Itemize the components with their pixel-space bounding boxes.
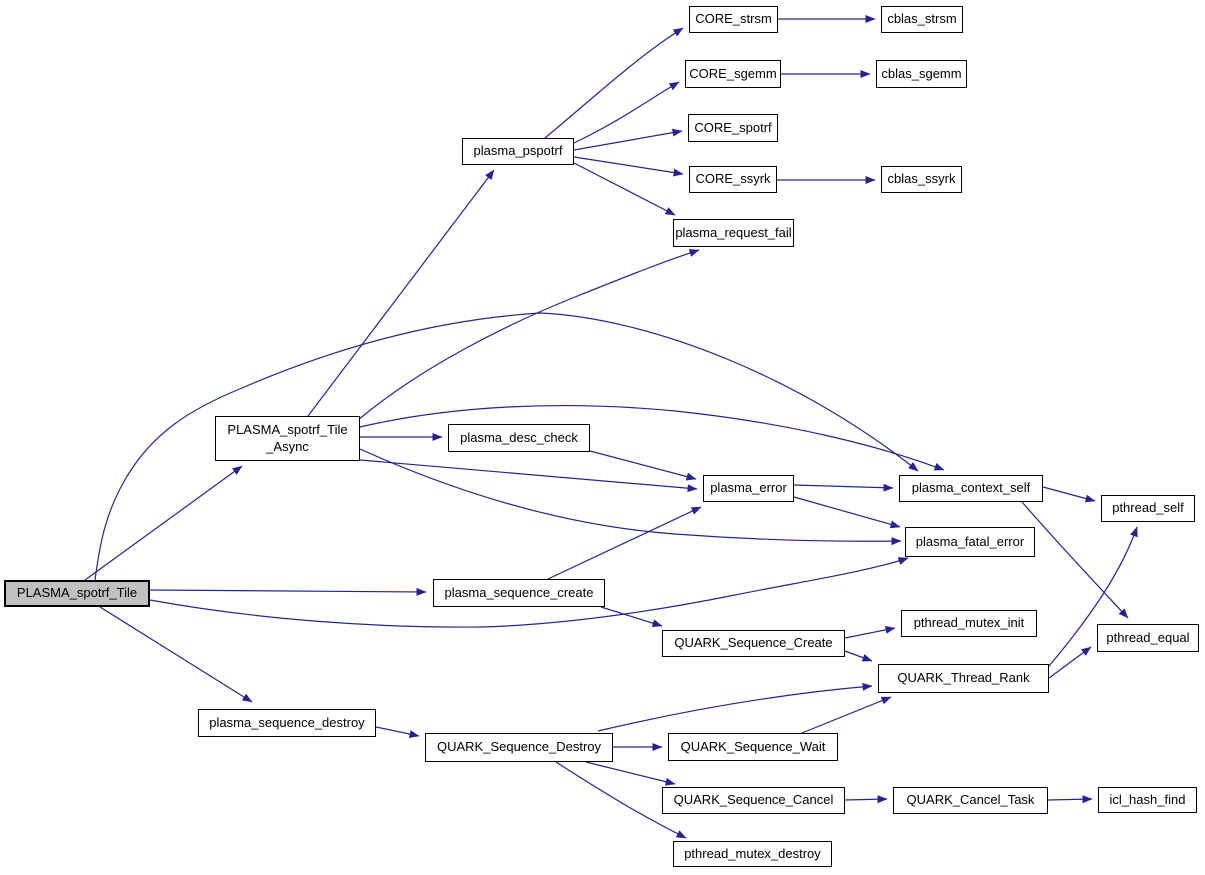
- node-label: plasma_desc_check: [460, 429, 578, 445]
- edge-quark-sequence-destroy-to-pthread-mutex-destroy: [555, 761, 687, 839]
- edge-plasma-spotrf-tile-to-plasma-spotrf-tile-async: [84, 465, 243, 581]
- node-label: plasma_pspotrf: [473, 143, 563, 159]
- edge-plasma-spotrf-tile-async-to-plasma-request-fail: [357, 249, 700, 421]
- edge-plasma-pspotrf-to-core-sgemm: [573, 81, 680, 144]
- node-core-sgemm[interactable]: CORE_sgemm: [685, 60, 781, 88]
- edge-plasma-spotrf-tile-async-to-plasma-fatal-error: [359, 448, 902, 546]
- node-pthread-mutex-destroy[interactable]: pthread_mutex_destroy: [673, 841, 832, 867]
- edge-plasma-spotrf-tile-to-plasma-sequence-destroy: [99, 606, 253, 703]
- node-core-strsm[interactable]: CORE_strsm: [689, 6, 778, 33]
- edge-plasma-spotrf-tile-to-plasma-fatal-error: [149, 557, 909, 628]
- node-quark-thread-rank[interactable]: QUARK_Thread_Rank: [878, 664, 1049, 693]
- node-plasma-fatal-error[interactable]: plasma_fatal_error: [905, 527, 1035, 557]
- edge-quark-sequence-destroy-to-quark-thread-rank: [597, 682, 873, 732]
- node-label: plasma_context_self: [911, 480, 1031, 496]
- edge-quark-sequence-cancel-to-quark-cancel-task: [844, 795, 888, 804]
- node-label: pthread_mutex_init: [913, 615, 1025, 631]
- node-label: CORE_spotrf: [694, 119, 772, 135]
- node-pthread-equal[interactable]: pthread_equal: [1097, 624, 1199, 652]
- node-plasma-spotrf-tile[interactable]: PLASMA_spotrf_Tile: [4, 580, 150, 607]
- node-quark-sequence-wait[interactable]: QUARK_Sequence_Wait: [668, 733, 838, 761]
- node-cblas-ssyrk[interactable]: cblas_ssyrk: [881, 166, 962, 193]
- node-plasma-context-self[interactable]: plasma_context_self: [899, 475, 1043, 502]
- node-label: icl_hash_find: [1109, 791, 1186, 807]
- node-label: pthread_self: [1112, 500, 1184, 516]
- node-label: pthread_mutex_destroy: [684, 845, 821, 861]
- node-label: CORE_sgemm: [689, 65, 777, 81]
- node-quark-sequence-destroy[interactable]: QUARK_Sequence_Destroy: [425, 733, 613, 762]
- edge-plasma-spotrf-tile-async-to-plasma-error: [359, 459, 698, 493]
- node-label: QUARK_Cancel_Task: [906, 792, 1035, 808]
- edge-plasma-error-to-plasma-fatal-error: [793, 496, 901, 529]
- node-label: plasma_sequence_destroy: [209, 714, 365, 730]
- node-label: QUARK_Sequence_Create: [674, 635, 833, 651]
- node-label: cblas_sgemm: [881, 65, 962, 81]
- node-quark-cancel-task[interactable]: QUARK_Cancel_Task: [893, 787, 1048, 814]
- edge-plasma-spotrf-tile-async-to-plasma-pspotrf: [307, 169, 495, 417]
- node-label: plasma_sequence_create: [444, 584, 594, 600]
- node-plasma-error[interactable]: plasma_error: [703, 475, 794, 502]
- node-plasma-pspotrf[interactable]: plasma_pspotrf: [462, 138, 574, 165]
- edge-plasma-pspotrf-to-core-ssyrk: [573, 156, 684, 177]
- node-label: plasma_error: [710, 480, 787, 496]
- node-plasma-request-fail[interactable]: plasma_request_fail: [673, 219, 794, 247]
- node-label: pthread_equal: [1106, 629, 1190, 645]
- node-label: _Async: [266, 438, 309, 454]
- node-core-ssyrk[interactable]: CORE_ssyrk: [689, 166, 777, 193]
- node-label: plasma_request_fail: [675, 224, 792, 240]
- edge-plasma-pspotrf-to-core-spotrf: [573, 128, 683, 151]
- node-plasma-sequence-destroy[interactable]: plasma_sequence_destroy: [198, 709, 376, 737]
- node-label: cblas_ssyrk: [887, 171, 956, 187]
- node-plasma-spotrf-tile-async[interactable]: PLASMA_spotrf_Tile_Async: [215, 416, 360, 461]
- edge-plasma-pspotrf-to-plasma-request-fail: [573, 162, 676, 216]
- edge-plasma-context-self-to-pthread-self: [1042, 486, 1096, 503]
- edge-quark-sequence-create-to-pthread-mutex-init: [844, 625, 896, 639]
- edge-plasma-sequence-create-to-plasma-error: [547, 506, 702, 580]
- node-label: PLASMA_spotrf_Tile: [16, 585, 138, 601]
- edge-plasma-context-self-to-pthread-equal: [1021, 501, 1129, 619]
- node-icl-hash-find[interactable]: icl_hash_find: [1098, 787, 1197, 813]
- node-label: plasma_fatal_error: [915, 533, 1025, 549]
- edge-plasma-error-to-plasma-context-self: [793, 483, 894, 492]
- edge-plasma-spotrf-tile-to-plasma-context-self: [94, 312, 919, 581]
- node-label: PLASMA_spotrf_Tile: [227, 421, 348, 437]
- edge-quark-thread-rank-to-pthread-equal: [1048, 646, 1092, 679]
- node-label: QUARK_Sequence_Destroy: [436, 739, 602, 755]
- node-label: QUARK_Sequence_Cancel: [673, 792, 834, 808]
- node-pthread-self[interactable]: pthread_self: [1101, 495, 1195, 522]
- node-cblas-strsm[interactable]: cblas_strsm: [881, 6, 963, 33]
- node-label: QUARK_Thread_Rank: [897, 670, 1030, 686]
- node-label: CORE_ssyrk: [695, 171, 771, 187]
- edge-plasma-sequence-destroy-to-quark-sequence-destroy: [375, 726, 420, 738]
- edge-quark-sequence-create-to-quark-thread-rank: [844, 650, 873, 662]
- node-quark-sequence-cancel[interactable]: QUARK_Sequence_Cancel: [662, 787, 845, 814]
- edge-quark-cancel-task-to-icl-hash-find: [1047, 795, 1093, 804]
- node-plasma-desc-check[interactable]: plasma_desc_check: [448, 424, 590, 452]
- edge-quark-sequence-destroy-to-quark-sequence-cancel: [585, 761, 676, 786]
- node-quark-sequence-create[interactable]: QUARK_Sequence_Create: [662, 630, 845, 657]
- node-cblas-sgemm[interactable]: cblas_sgemm: [876, 60, 967, 88]
- node-plasma-sequence-create[interactable]: plasma_sequence_create: [433, 579, 605, 607]
- node-label: cblas_strsm: [887, 11, 957, 27]
- node-label: CORE_strsm: [695, 11, 772, 27]
- edge-plasma-pspotrf-to-core-strsm: [544, 27, 684, 139]
- edge-plasma-spotrf-tile-async-to-plasma-context-self: [359, 404, 945, 471]
- edge-plasma-spotrf-tile-to-plasma-sequence-create: [149, 587, 427, 596]
- node-core-spotrf[interactable]: CORE_spotrf: [688, 114, 778, 142]
- node-label: QUARK_Sequence_Wait: [680, 738, 826, 754]
- node-pthread-mutex-init[interactable]: pthread_mutex_init: [901, 610, 1037, 637]
- edge-plasma-sequence-create-to-quark-sequence-create: [600, 606, 663, 627]
- edge-quark-thread-rank-to-pthread-self: [1048, 526, 1138, 667]
- edge-plasma-desc-check-to-plasma-error: [589, 450, 697, 481]
- edge-quark-sequence-wait-to-quark-thread-rank: [801, 696, 892, 734]
